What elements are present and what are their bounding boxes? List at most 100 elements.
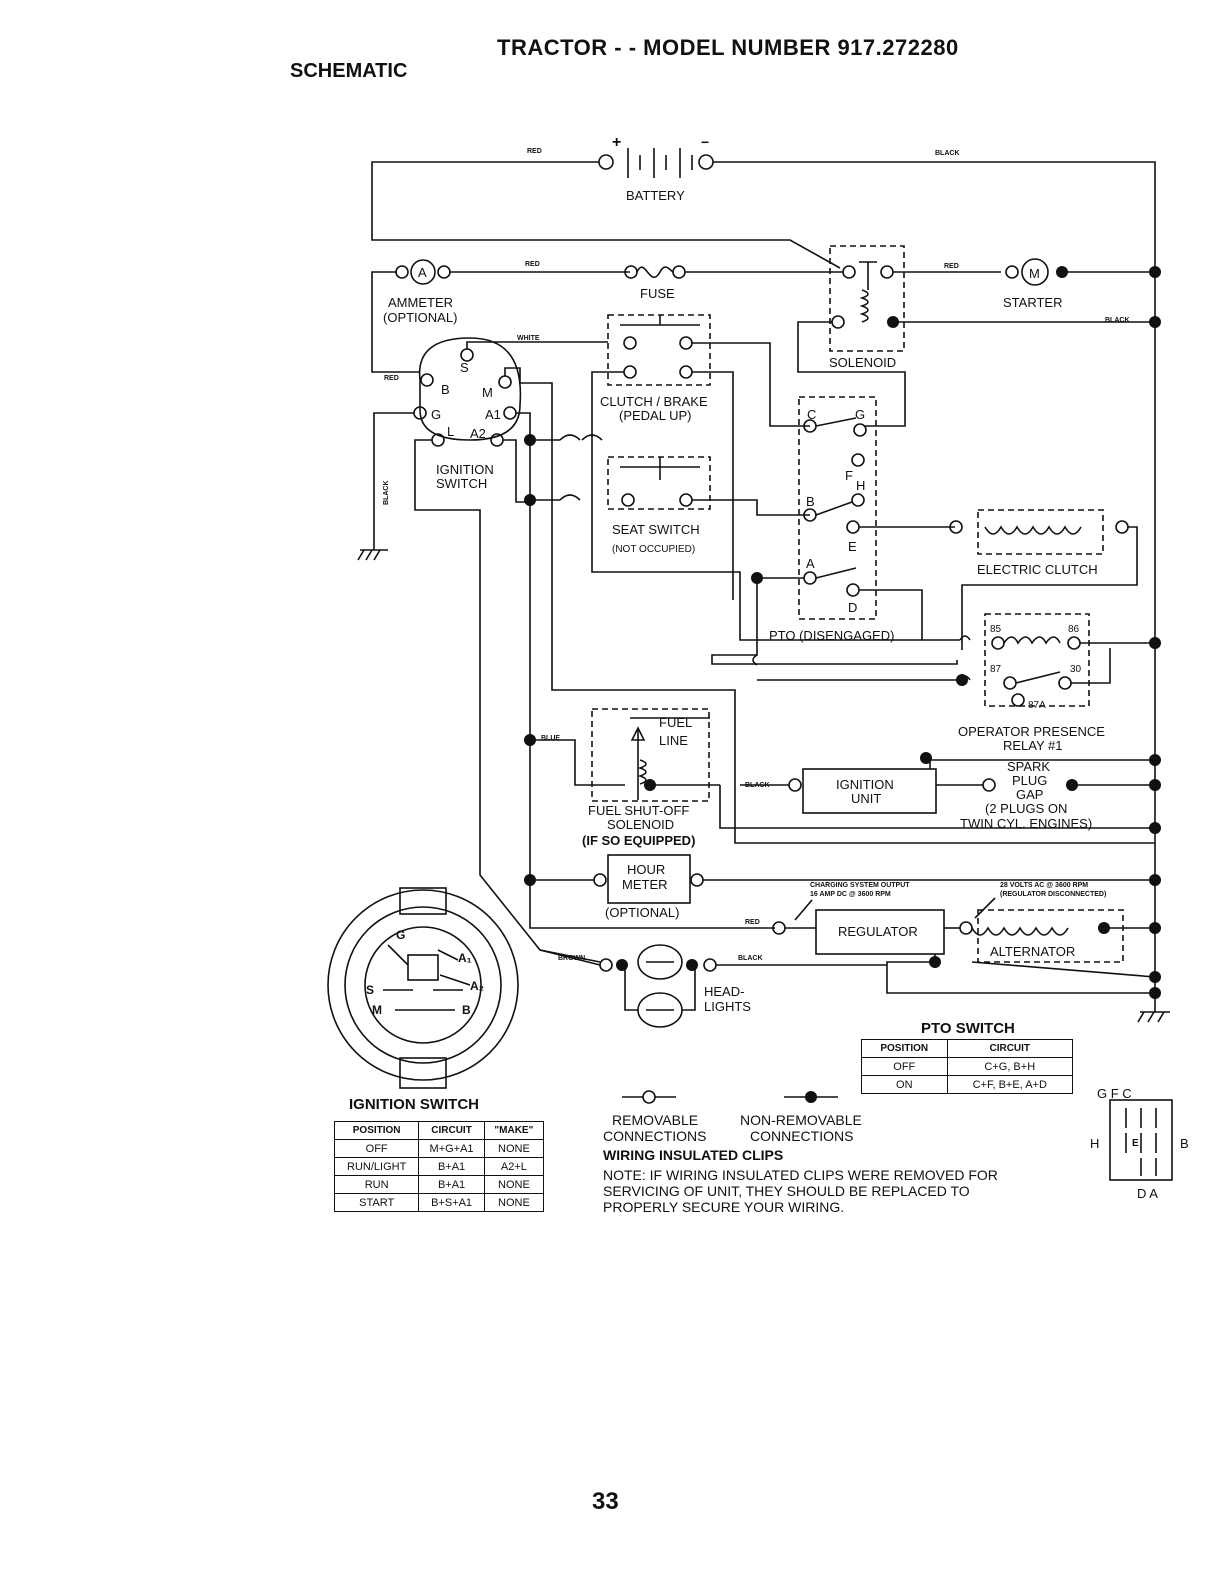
electric-clutch-label: ELECTRIC CLUTCH — [977, 562, 1098, 577]
ignition-switch-face — [327, 887, 519, 1089]
table-cell: C+F, B+E, A+D — [946, 1075, 1074, 1094]
wire-black-label: BLACK — [935, 150, 960, 157]
table-row: OFF C+G, B+H — [861, 1057, 1074, 1076]
ammeter-terminal: A — [418, 265, 427, 280]
regulator-label: REGULATOR — [838, 924, 918, 939]
battery-plus: + — [612, 134, 621, 151]
wire-black-label-5: BLACK — [738, 955, 763, 962]
legend-note-2: SERVICING OF UNIT, THEY SHOULD BE REPLAC… — [603, 1183, 970, 1199]
legend-nonremovable-dot — [805, 1091, 817, 1103]
table-header-row: POSITION CIRCUIT "MAKE" — [333, 1121, 545, 1140]
wire-red-label-5: RED — [745, 919, 760, 926]
table-row: START B+S+A1 NONE — [333, 1193, 545, 1212]
legend-nonremovable-2: CONNECTIONS — [750, 1128, 854, 1144]
battery-label: BATTERY — [626, 188, 685, 203]
legend-nonremovable: NON-REMOVABLE — [740, 1112, 862, 1128]
table-cell: RUN — [333, 1175, 420, 1194]
pto-terminal-a: A — [806, 556, 815, 571]
ign-terminal-a2: A2 — [470, 426, 486, 441]
ignface-m: M — [372, 1003, 382, 1017]
ignition-unit-label-2: UNIT — [851, 791, 881, 806]
starter-motor-symbol — [1021, 258, 1049, 286]
relay-box — [984, 613, 1090, 707]
ignface-g: G — [396, 928, 405, 942]
seat-switch-sub: (NOT OCCUPIED) — [612, 544, 695, 555]
ignition-table: POSITION CIRCUIT "MAKE" OFF M+G+A1 NONE … — [333, 1121, 545, 1212]
clutch-brake-label: CLUTCH / BRAKE — [600, 394, 708, 409]
spark-plug-label-3: GAP — [1016, 787, 1043, 802]
fuel-solenoid-box — [591, 708, 710, 802]
relay-terminal-85: 85 — [990, 624, 1002, 635]
ignition-table-caption: IGNITION SWITCH — [349, 1096, 479, 1113]
headlight-upper — [637, 944, 683, 980]
fuse-label: FUSE — [640, 286, 675, 301]
hour-meter-label: HOUR — [627, 862, 665, 877]
table-cell: B+A1 — [418, 1175, 485, 1194]
pto-terminal-g: G — [855, 407, 865, 422]
fuel-line-label: FUEL — [659, 715, 692, 730]
table-header: POSITION — [861, 1039, 948, 1058]
table-cell: NONE — [483, 1193, 545, 1212]
pto-face-e: E — [1132, 1138, 1139, 1149]
pto-face-bottom: D A — [1137, 1186, 1158, 1201]
ammeter-symbol — [410, 259, 436, 285]
ignition-unit-box — [802, 768, 937, 814]
pto-terminal-c: C — [807, 407, 816, 422]
battery-minus: − — [701, 134, 709, 150]
table-cell: B+A1 — [418, 1157, 485, 1176]
non-removable-connections — [524, 266, 1161, 999]
page-number: 33 — [592, 1488, 619, 1515]
wire-red-label-4: RED — [384, 375, 399, 382]
ac-note-2: (REGULATOR DISCONNECTED) — [1000, 891, 1106, 898]
pto-terminal-h: H — [856, 478, 865, 493]
relay-terminal-87: 87 — [990, 664, 1002, 675]
clutch-brake-sub: (PEDAL UP) — [619, 408, 691, 423]
pto-terminal-b: B — [806, 494, 815, 509]
table-row: OFF M+G+A1 NONE — [333, 1139, 545, 1158]
alternator-box — [977, 909, 1124, 963]
hour-meter-box — [607, 854, 691, 904]
pto-switch-face — [1109, 1099, 1173, 1181]
wire-blue-label: BLUE — [541, 735, 560, 742]
starter-label: STARTER — [1003, 295, 1062, 310]
clutch-brake-box — [607, 314, 711, 386]
relay-terminal-30: 30 — [1070, 664, 1082, 675]
hour-meter-label-2: METER — [622, 877, 668, 892]
fuel-solenoid-label-2: SOLENOID — [607, 817, 674, 832]
pto-face-top: G F C — [1097, 1086, 1132, 1101]
spark-plug-label-2: PLUG — [1012, 773, 1047, 788]
table-cell: NONE — [483, 1139, 545, 1158]
fuel-solenoid-label-3: (IF SO EQUIPPED) — [582, 833, 695, 848]
section-title: SCHEMATIC — [290, 60, 408, 82]
table-header: "MAKE" — [483, 1121, 545, 1140]
relay-terminal-87a: 87A — [1028, 700, 1046, 711]
legend-clips-title: WIRING INSULATED CLIPS — [603, 1147, 784, 1163]
ammeter-optional: (OPTIONAL) — [383, 310, 457, 325]
pto-terminal-e: E — [848, 539, 857, 554]
seat-switch-label: SEAT SWITCH — [612, 522, 700, 537]
alternator-label: ALTERNATOR — [990, 944, 1075, 959]
wire-red-label-2: RED — [525, 261, 540, 268]
ignface-s: S — [366, 983, 374, 997]
table-header: CIRCUIT — [946, 1039, 1074, 1058]
ign-terminal-s: S — [460, 360, 469, 375]
battery-symbol — [598, 148, 714, 178]
relay-terminal-86: 86 — [1068, 624, 1080, 635]
spark-plug-label: SPARK — [1007, 759, 1050, 774]
ignface-a2: A₂ — [470, 979, 484, 993]
starter-terminal: M — [1029, 266, 1040, 281]
table-header-row: POSITION CIRCUIT — [861, 1039, 1074, 1058]
pto-terminal-d: D — [848, 600, 857, 615]
solenoid-box — [829, 245, 905, 352]
legend-removable: REMOVABLE — [612, 1112, 699, 1128]
pto-table: POSITION CIRCUIT OFF C+G, B+H ON C+F, B+… — [861, 1039, 1074, 1094]
ac-note: 28 VOLTS AC @ 3600 RPM — [1000, 882, 1088, 889]
table-cell: B+S+A1 — [418, 1193, 485, 1212]
relay-label: OPERATOR PRESENCE — [958, 724, 1105, 739]
ignition-switch-connector — [413, 337, 522, 447]
hour-meter-optional: (OPTIONAL) — [605, 905, 679, 920]
legend-note-1: NOTE: IF WIRING INSULATED CLIPS WERE REM… — [603, 1167, 998, 1183]
table-cell: A2+L — [483, 1157, 545, 1176]
charging-note-2: 16 AMP DC @ 3600 RPM — [810, 891, 891, 898]
